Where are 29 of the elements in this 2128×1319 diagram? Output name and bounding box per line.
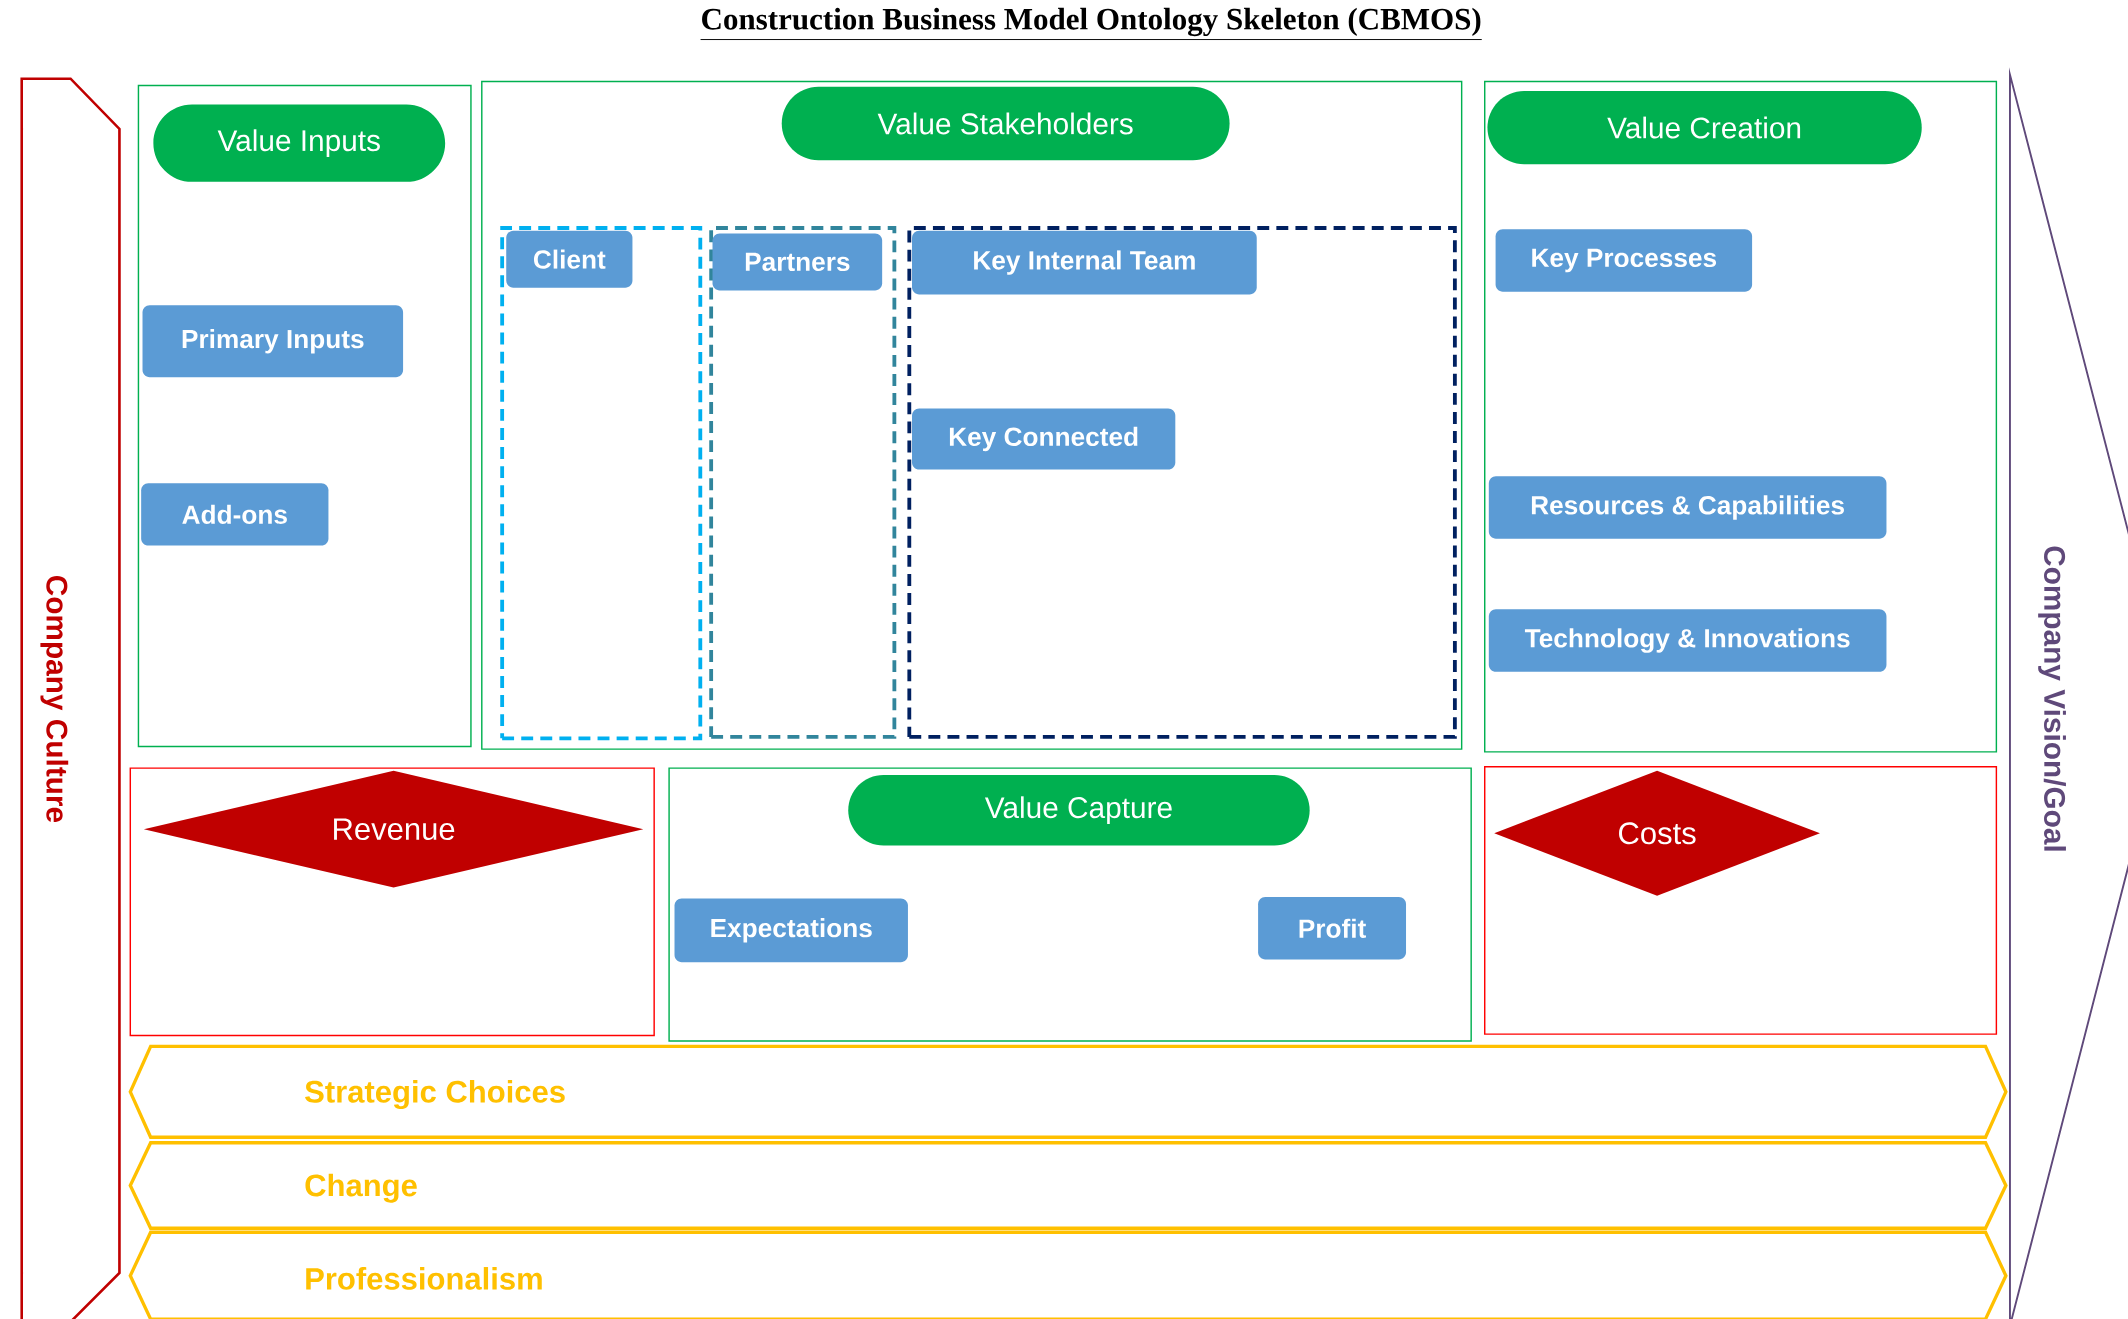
panel-box [1484, 766, 1998, 1035]
label-box: Key Processes [1495, 229, 1753, 292]
label-box: Expectations [674, 898, 908, 963]
label-box: Key Internal Team [912, 230, 1257, 295]
heading-pill: Value Capture [848, 774, 1310, 846]
panel-box [668, 767, 1472, 1042]
panel-box [481, 80, 1463, 750]
chevron-band: Strategic Choices [128, 1044, 2008, 1139]
label-box: Add-ons [141, 483, 329, 546]
label-box: Primary Inputs [142, 305, 404, 378]
panel-box [129, 767, 655, 1037]
dashed-box [500, 226, 703, 741]
heading-pill: Value Stakeholders [781, 86, 1230, 161]
label-box: Partners [712, 233, 883, 291]
dashed-box [907, 226, 1457, 739]
label-box: Resources & Capabilities [1488, 476, 1887, 539]
dashed-box [709, 226, 897, 739]
chevron-band: Professionalism [128, 1230, 2008, 1319]
label-box: Technology & Innovations [1488, 609, 1887, 672]
label-box: Profit [1258, 897, 1407, 960]
label-box: Key Connected [912, 408, 1176, 470]
heading-pill: Value Inputs [153, 104, 446, 182]
side-banner: Company Culture [20, 77, 121, 1319]
label-box: Client [506, 230, 633, 288]
heading-pill: Value Creation [1487, 90, 1922, 165]
panel-box [137, 84, 472, 748]
panel-box [1484, 80, 1998, 753]
chevron-band: Change [128, 1141, 2008, 1230]
title: Construction Business Model Ontology Skeleton (CBMOS) [700, 7, 1483, 40]
